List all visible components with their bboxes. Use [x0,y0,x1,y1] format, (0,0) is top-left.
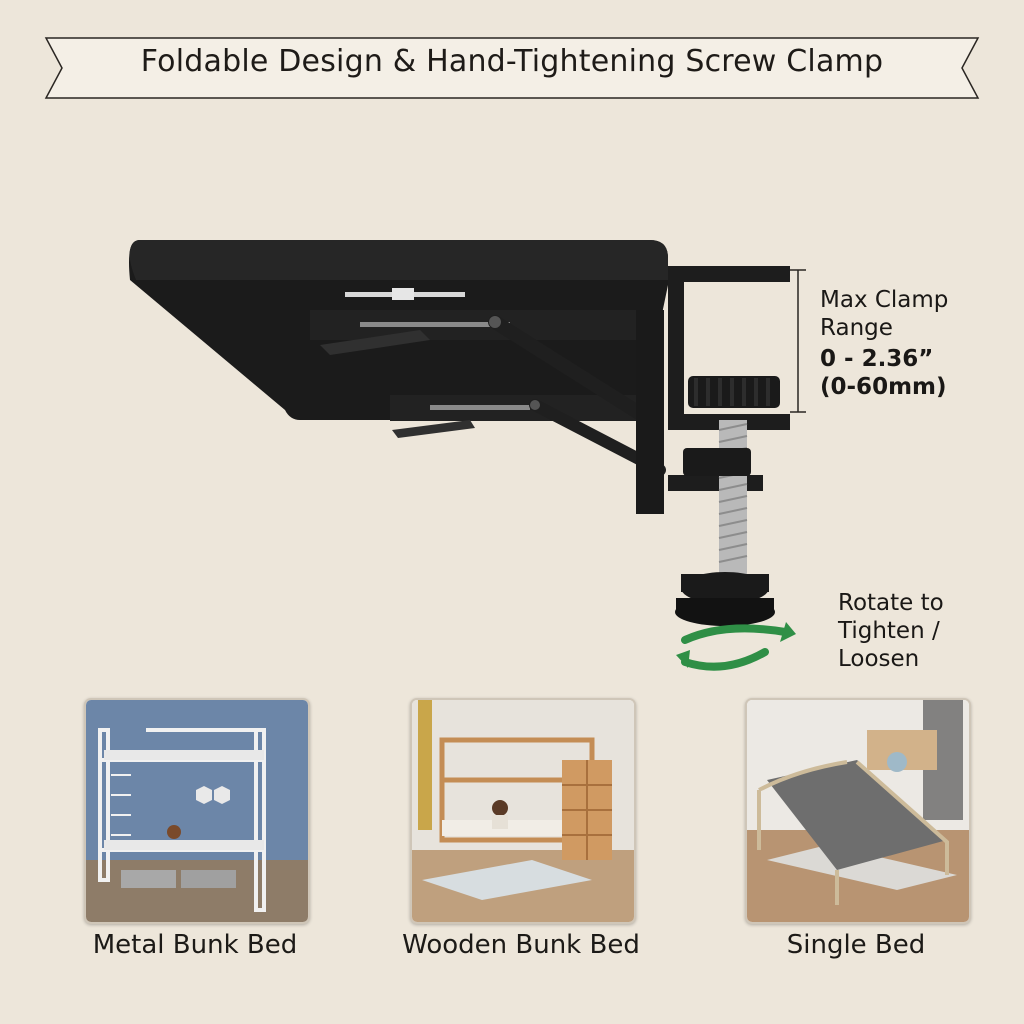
bed-photo-wooden-bunk [410,698,636,924]
rotate-arrows-icon [681,624,789,671]
title-banner [0,0,1024,110]
c-clamp-frame [668,266,790,430]
bed-caption: Wooden Bunk Bed [402,930,640,960]
rotate-instruction: Rotate to Tighten / Loosen [838,590,944,672]
folding-arm [488,315,657,427]
clamp-product-illustration [129,240,806,671]
banner-ribbon-shape [44,37,980,99]
clamp-range-label: Max Clamp Range [820,287,949,341]
wooden-bunk-bed-scene [412,700,634,922]
bed-caption: Metal Bunk Bed [92,930,298,960]
vertical-bracket [636,310,664,514]
clamp-range-value: 0 - 2.36” (0-60mm) [820,346,947,400]
bed-photo-single [745,698,971,924]
banner-title: Foldable Design & Hand-Tightening Screw … [140,44,884,79]
middle-knob [683,448,751,476]
single-bed-scene [747,700,969,922]
bed-caption: Single Bed [786,930,926,960]
bed-photo-metal-bunk [84,698,310,924]
metal-bunk-bed-scene [86,700,308,922]
